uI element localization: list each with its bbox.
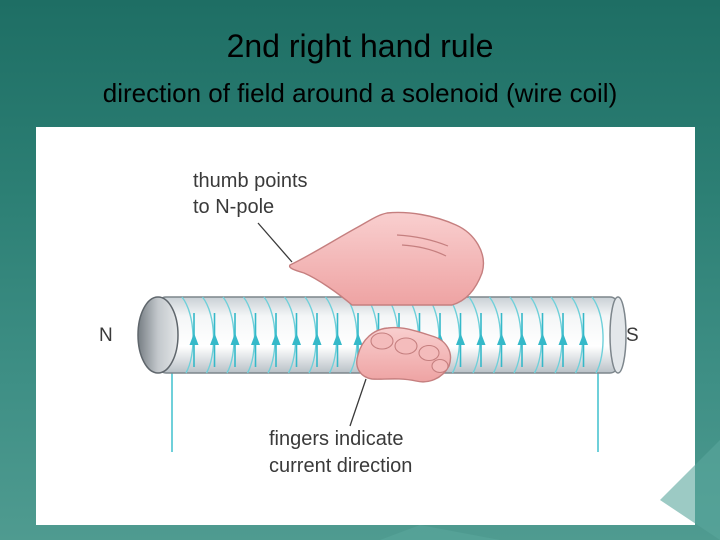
fingers-label-line2: current direction: [269, 455, 412, 477]
field-arrow-head: [292, 333, 301, 345]
coil-turn: [509, 296, 522, 374]
field-arrow-head: [497, 333, 506, 345]
solenoid-diagram-svg: N S thumb points to N-pole fingers indic…: [99, 170, 639, 477]
north-pole-face: [137, 296, 179, 374]
thumb-label-line2: to N-pole: [193, 196, 274, 218]
coil-turn: [591, 296, 604, 374]
field-arrow-head: [230, 333, 240, 345]
coil-turn: [529, 296, 543, 374]
solenoid-diagram: N S thumb points to N-pole fingers indic…: [36, 127, 695, 525]
coil-turn: [222, 296, 235, 374]
field-arrow-head: [312, 333, 322, 345]
coil-turn: [468, 296, 481, 374]
field-arrow-head: [558, 333, 568, 345]
coil-turn: [324, 296, 338, 374]
field-arrow-head: [251, 333, 260, 345]
field-arrow-head: [353, 333, 363, 345]
coil-turn: [570, 296, 584, 374]
field-arrow-head: [210, 333, 219, 345]
coil-turn: [283, 296, 297, 374]
field-arrow-head: [456, 333, 465, 345]
corner-decoration-bottom: [380, 525, 500, 540]
pole-label-n: N: [99, 325, 113, 346]
coil-turn: [201, 296, 215, 374]
thumb-label-line1: thumb points: [193, 170, 308, 192]
coil-turn: [304, 296, 317, 374]
coil-turn: [488, 296, 502, 374]
thumb-leader-line: [257, 222, 293, 263]
fingers-leader-line: [349, 378, 367, 427]
field-arrow-head: [189, 333, 199, 345]
pole-label-s: S: [626, 325, 639, 346]
slide-subtitle: direction of field around a solenoid (wi…: [102, 78, 618, 108]
field-arrow-head: [538, 333, 547, 345]
field-arrow-head: [517, 333, 527, 345]
right-hand: [288, 211, 484, 383]
field-arrow-head: [333, 333, 342, 345]
coil-turn: [181, 296, 194, 374]
field-arrow-head: [579, 333, 588, 345]
coil-turn: [263, 296, 276, 374]
coil-turn: [550, 296, 563, 374]
fingers-label-line1: fingers indicate: [269, 428, 404, 450]
coil-turn: [242, 296, 256, 374]
slide-title: 2nd right hand rule: [226, 28, 494, 64]
field-arrow-head: [271, 333, 281, 345]
field-arrow-head: [476, 333, 486, 345]
